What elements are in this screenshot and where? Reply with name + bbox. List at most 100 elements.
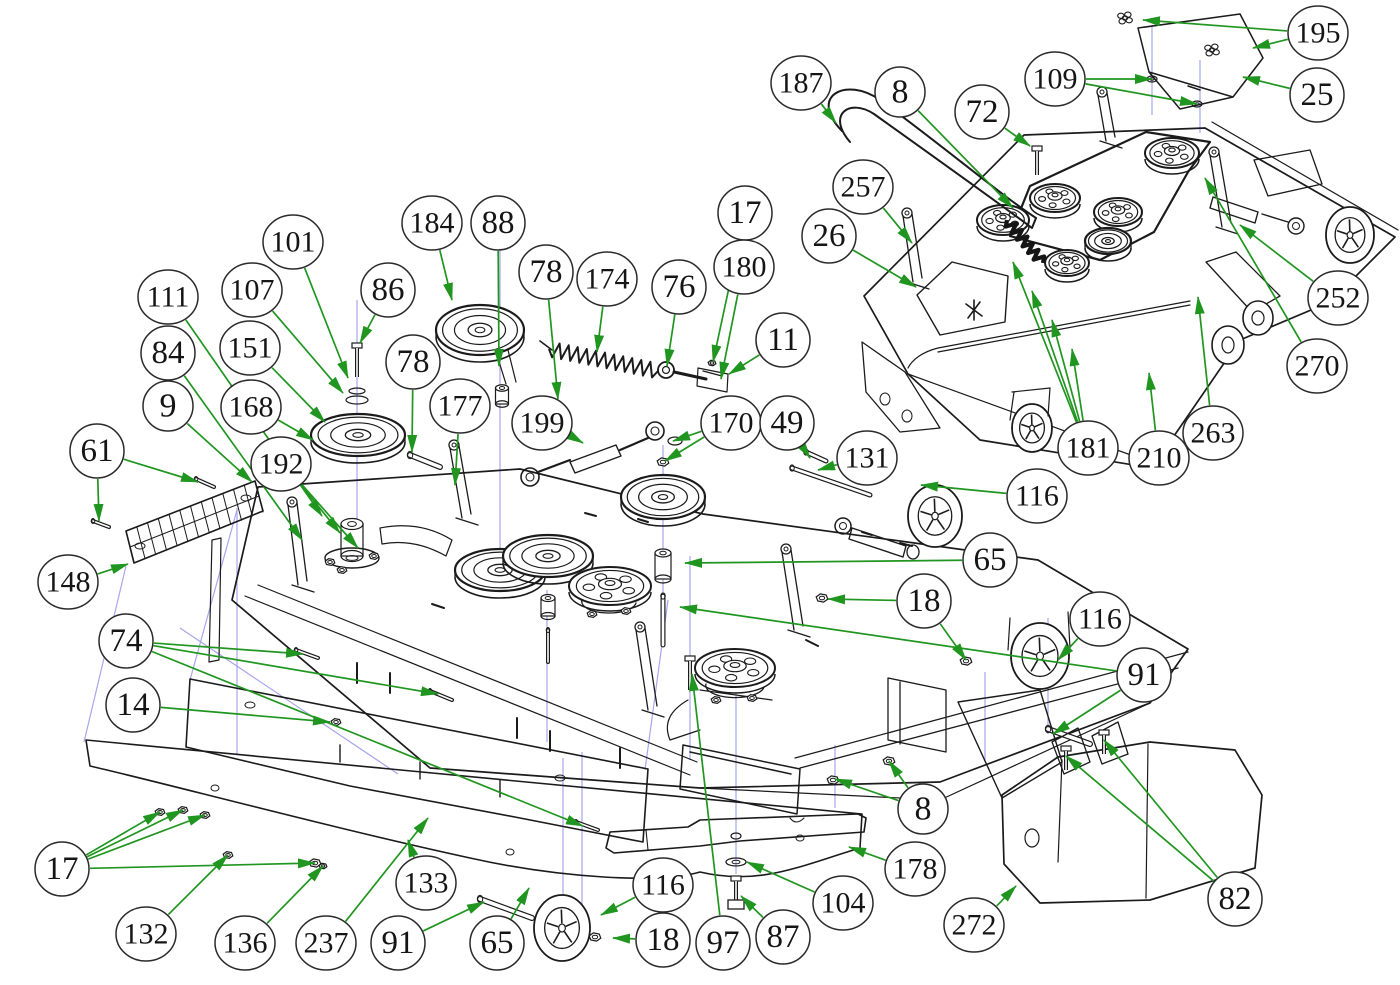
- callout-270: 270: [1286, 338, 1348, 394]
- callout-65: 65: [469, 915, 525, 971]
- callout-148: 148: [37, 554, 99, 610]
- callout-132: 132: [115, 906, 177, 962]
- callout-78: 78: [385, 334, 441, 390]
- leader-116: [1057, 637, 1079, 661]
- callout-257: 257: [832, 159, 894, 215]
- leader-86: [359, 314, 376, 344]
- leader-195: [1252, 38, 1289, 49]
- part-number-25: 25: [1301, 77, 1334, 113]
- leader-9: [186, 422, 253, 483]
- part-number-187: 187: [779, 67, 824, 100]
- leader-91: [679, 604, 1117, 672]
- leader-178: [848, 846, 886, 861]
- callout-252: 252: [1307, 270, 1369, 326]
- leader-170: [672, 430, 702, 442]
- leader-arrows: [85, 16, 1314, 944]
- part-number-14: 14: [117, 687, 150, 723]
- leader-187: [820, 103, 837, 124]
- callout-168: 168: [220, 379, 282, 435]
- leader-88: [493, 250, 504, 367]
- callout-91: 91: [370, 915, 426, 971]
- leader-181: [1012, 261, 1078, 423]
- callout-18: 18: [896, 573, 952, 629]
- part-number-49: 49: [771, 405, 804, 441]
- callout-192: 192: [250, 436, 312, 492]
- part-number-72: 72: [966, 94, 999, 130]
- leader-14: [160, 706, 331, 726]
- callout-131: 131: [836, 430, 898, 486]
- part-number-109: 109: [1033, 63, 1078, 96]
- callout-116: 116: [632, 857, 694, 913]
- part-number-9: 9: [160, 388, 177, 425]
- callout-18: 18: [635, 912, 691, 968]
- leader-257: [882, 207, 913, 244]
- leader-61: [123, 458, 199, 483]
- callout-25: 25: [1289, 67, 1345, 123]
- part-number-78: 78: [397, 344, 430, 380]
- part-number-17: 17: [729, 195, 762, 231]
- leader-11: [728, 354, 760, 375]
- leader-74: [151, 650, 584, 827]
- part-number-257: 257: [841, 171, 886, 204]
- part-number-8: 8: [892, 74, 909, 111]
- leader-109: [1085, 83, 1198, 106]
- leader-97: [688, 673, 721, 916]
- leader-174: [594, 306, 605, 353]
- leader-181: [1069, 348, 1084, 421]
- part-number-192: 192: [259, 448, 304, 481]
- callout-9: 9: [142, 380, 194, 432]
- leader-72: [1004, 127, 1031, 147]
- callout-86: 86: [360, 262, 416, 318]
- leader-18: [612, 933, 636, 944]
- callout-61: 61: [69, 423, 125, 479]
- part-number-65: 65: [974, 542, 1007, 578]
- leader-192: [300, 484, 341, 534]
- callout-74: 74: [98, 613, 154, 669]
- leader-61: [93, 478, 104, 522]
- part-number-82: 82: [1219, 881, 1252, 917]
- part-number-148: 148: [46, 566, 91, 599]
- part-number-18: 18: [908, 583, 941, 619]
- part-number-131: 131: [845, 442, 890, 475]
- callout-180: 180: [713, 239, 775, 295]
- part-number-136: 136: [223, 927, 268, 960]
- callout-76: 76: [651, 259, 707, 315]
- part-number-133: 133: [404, 867, 449, 900]
- leader-91: [422, 901, 485, 932]
- part-number-178: 178: [893, 853, 938, 886]
- leader-263: [1194, 296, 1211, 406]
- part-number-107: 107: [230, 274, 275, 307]
- leader-170: [664, 436, 705, 462]
- part-number-132: 132: [124, 918, 169, 951]
- callout-65: 65: [962, 532, 1018, 588]
- part-number-11: 11: [767, 322, 799, 358]
- part-number-116: 116: [1015, 480, 1059, 513]
- leader-184: [438, 249, 453, 301]
- leader-17: [85, 811, 161, 856]
- leader-192: [301, 484, 359, 549]
- part-number-8: 8: [915, 791, 932, 828]
- part-number-86: 86: [372, 272, 405, 308]
- part-number-168: 168: [229, 391, 274, 424]
- leader-136: [266, 865, 324, 924]
- part-number-61: 61: [81, 433, 114, 469]
- leader-151: [271, 367, 326, 423]
- callout-104: 104: [812, 875, 874, 931]
- callout-14: 14: [105, 677, 161, 733]
- callout-84: 84: [140, 325, 196, 381]
- callout-170: 170: [700, 395, 762, 451]
- part-number-65: 65: [481, 925, 514, 961]
- part-number-76: 76: [663, 269, 696, 305]
- leader-18: [939, 623, 967, 661]
- leader-65: [510, 887, 530, 920]
- leader-132: [167, 854, 229, 916]
- leader-107: [271, 310, 344, 394]
- part-number-78: 78: [530, 254, 563, 290]
- leader-104: [746, 861, 815, 893]
- part-number-272: 272: [952, 909, 997, 942]
- part-number-84: 84: [152, 335, 185, 371]
- leader-17: [89, 858, 316, 870]
- callout-111: 111: [137, 269, 199, 325]
- leader-74: [153, 642, 304, 658]
